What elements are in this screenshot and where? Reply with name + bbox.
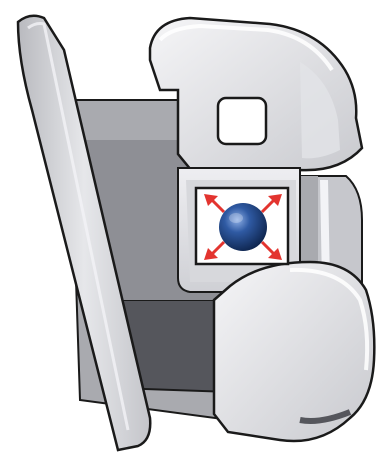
upper-window xyxy=(218,98,266,144)
blue-ball-icon xyxy=(219,203,267,251)
expansion-indicator xyxy=(196,188,288,264)
lower-tie-wing xyxy=(214,262,374,441)
